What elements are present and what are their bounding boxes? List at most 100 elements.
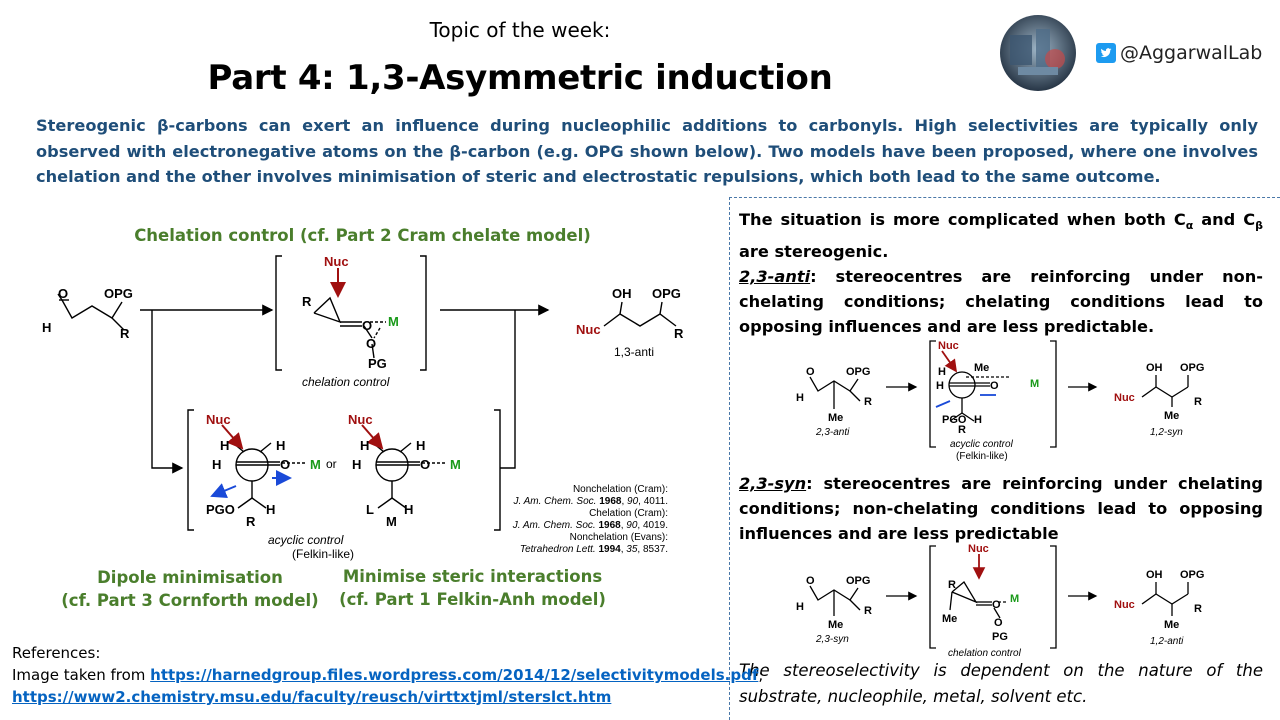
anti-substrate-Me: Me — [828, 412, 843, 424]
anti-Nuc: Nuc — [938, 340, 959, 352]
para1-post: are stereogenic. — [739, 241, 889, 261]
anti-M: M — [1030, 378, 1039, 390]
anti-product-OPG: OPG — [1180, 362, 1204, 374]
acyclic-caption: acyclic control — [268, 533, 344, 547]
newman2-Nuc: Nuc — [348, 412, 373, 427]
substrate-O: O — [58, 286, 68, 301]
syn-heading: 2,3-syn — [739, 473, 807, 493]
syn-substrate-O: O — [806, 575, 815, 587]
syn-product-R: R — [1194, 603, 1202, 615]
steric-label-line2: (cf. Part 1 Felkin-Anh model) — [339, 590, 606, 609]
substrate-H: H — [42, 320, 51, 335]
para1-mid: and C — [1193, 210, 1256, 229]
steric-interactions-label: Minimise steric interactions (cf. Part 1… — [330, 565, 615, 611]
syn-O2: O — [994, 617, 1003, 629]
intro-paragraph: Stereogenic β-carbons can exert an influ… — [36, 116, 1258, 186]
twitter-icon — [1096, 43, 1116, 63]
anti-acyclic-caption: acyclic control — [950, 439, 1014, 450]
newman1-R: R — [246, 514, 256, 529]
syn-product-Nuc: Nuc — [1114, 599, 1135, 611]
anti-substrate-H: H — [796, 392, 804, 404]
para1-pre: The situation is more complicated when b… — [739, 210, 1186, 229]
chelate-O: O — [362, 318, 372, 333]
references-heading: References: — [12, 644, 101, 662]
anti-substrate-O: O — [806, 366, 815, 378]
newman2-M-sub: M — [386, 514, 397, 529]
chelate-O2: O — [366, 336, 376, 351]
right-panel-border — [729, 197, 1280, 720]
anti-H-top: H — [938, 366, 946, 378]
felkin-caption: (Felkin-like) — [292, 547, 354, 561]
newman1-PGO: PGO — [206, 502, 235, 517]
newman2-L: L — [366, 502, 374, 517]
anti-heading: 2,3-anti — [739, 266, 811, 286]
newman2-H-bottom: H — [404, 502, 413, 517]
newman2-O: O — [420, 457, 430, 472]
reference-link-1[interactable]: https://harnedgroup.files.wordpress.com/… — [150, 666, 759, 684]
newman1-H: H — [212, 457, 221, 472]
chelate-M: M — [388, 314, 399, 329]
product-OH: OH — [612, 286, 632, 301]
anti-text: : stereocentres are reinforcing under no… — [739, 266, 1263, 337]
newman1-O: O — [280, 457, 290, 472]
references: References: Image taken from https://har… — [12, 642, 763, 708]
syn-R: R — [948, 579, 956, 591]
references-line2: https://www2.chemistry.msu.edu/faculty/r… — [12, 686, 763, 708]
or-text: or — [326, 457, 337, 471]
syn-text: : stereocentres are reinforcing under ch… — [739, 473, 1263, 544]
anti-product-R: R — [1194, 396, 1202, 408]
newman2-H: H — [352, 457, 361, 472]
substrate-R: R — [120, 326, 130, 341]
newman1-M: M — [310, 457, 321, 472]
syn-Nuc: Nuc — [968, 543, 989, 555]
syn-Me: Me — [942, 613, 957, 625]
citation-1-label: Nonchelation (Cram): — [573, 484, 668, 495]
twitter-handle-text: @AggarwalLab — [1120, 42, 1263, 64]
anti-reaction-scheme: O H OPG R Me Nuc Me H H O M PGO H R OH O… — [796, 340, 1204, 462]
anti-substrate-R: R — [864, 396, 872, 408]
syn-chelation-caption: chelation control — [948, 648, 1022, 659]
chelate-Nuc: Nuc — [324, 254, 349, 269]
citation-3-ref: Tetrahedron Lett. 1994, 35, 8537. — [520, 544, 668, 555]
dipole-label-line1: Dipole minimisation — [97, 568, 283, 587]
anti-substrate-OPG: OPG — [846, 366, 870, 378]
anti-product-label: 1,2-syn — [1150, 427, 1183, 438]
syn-substrate-R: R — [864, 605, 872, 617]
newman1-Nuc: Nuc — [206, 412, 231, 427]
product-R: R — [674, 326, 684, 341]
newman1-H-right: H — [276, 438, 285, 453]
steric-label-line1: Minimise steric interactions — [342, 567, 603, 586]
left-reaction-scheme: O H OPG R R O O PG Nuc M Nuc H H H O M P… — [42, 254, 684, 561]
newman2-H-right: H — [416, 438, 425, 453]
anti-product-Me: Me — [1164, 410, 1179, 422]
dipole-minimisation-label: Dipole minimisation (cf. Part 3 Cornfort… — [50, 566, 330, 612]
product-Nuc: Nuc — [576, 322, 601, 337]
syn-paragraph: 2,3-syn: stereocentres are reinforcing u… — [739, 471, 1263, 547]
citation-2-label: Chelation (Cram): — [589, 508, 668, 519]
page-title: Part 4: 1,3-Asymmetric induction — [207, 58, 833, 98]
closing-statement: The stereoselectivity is dependent on th… — [739, 661, 1263, 706]
syn-product-label: 1,2-anti — [1150, 636, 1184, 647]
anti-substrate-label: 2,3-anti — [815, 427, 850, 438]
anti-paragraph: 2,3-anti: stereocentres are reinforcing … — [739, 264, 1263, 340]
anti-H-bottom: H — [974, 414, 982, 426]
anti-H: H — [936, 380, 944, 392]
anti-R: R — [958, 424, 966, 436]
syn-substrate-label: 2,3-syn — [815, 634, 849, 645]
syn-product-OPG: OPG — [1180, 569, 1204, 581]
citation-3-label: Nonchelation (Evans): — [570, 532, 668, 543]
anti-PGO: PGO — [942, 414, 967, 426]
product-OPG: OPG — [652, 286, 681, 301]
lab-avatar-image — [1000, 15, 1076, 91]
syn-product-Me: Me — [1164, 619, 1179, 631]
anti-felkin-caption: (Felkin-like) — [956, 451, 1008, 462]
citation-1-ref: J. Am. Chem. Soc. 1968, 90, 4011. — [512, 496, 668, 507]
reference-link-2[interactable]: https://www2.chemistry.msu.edu/faculty/r… — [12, 688, 612, 706]
references-prefix: Image taken from — [12, 666, 151, 684]
para1-beta: β — [1255, 219, 1263, 233]
twitter-handle[interactable]: @AggarwalLab — [1096, 42, 1262, 64]
anti-product-Nuc: Nuc — [1114, 392, 1135, 404]
anti-O: O — [990, 380, 999, 392]
newman1-H-left: H — [220, 438, 229, 453]
references-separator: ; — [758, 666, 764, 684]
